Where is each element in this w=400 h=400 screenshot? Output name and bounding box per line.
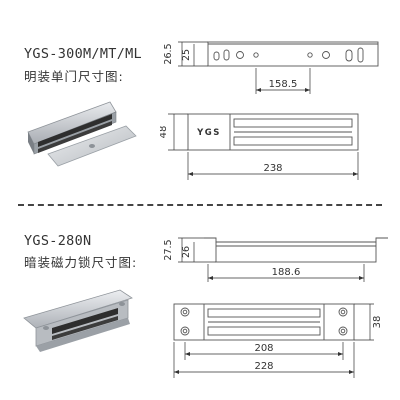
side-plate [36,318,130,352]
product-photo-surface-lock [27,101,137,167]
dim-height: 38 [372,316,383,329]
mount-hole-inner [340,328,346,334]
mount-hole [180,307,190,317]
dim-arrow [353,172,358,176]
brand-label: YGS [196,128,221,138]
dim-arrow [338,352,343,356]
dim-height: 48 [160,126,169,139]
mount-slot [213,51,220,61]
magnet-strip [38,121,112,153]
lock-body-outline [173,303,355,341]
mount-slot [223,49,230,61]
mount-hole [338,307,348,317]
flange-screw [119,302,125,306]
dim-arrow [305,88,310,92]
section1-model: YGS-300M/MT/ML [24,46,142,62]
dim-hole-spacing: 158.5 [269,79,298,90]
dim-arrow [174,370,179,374]
mount-hole-inner [340,309,346,315]
flange-outline [204,237,388,243]
magnet-core-outline [233,136,353,146]
dim-height-outer: 27.5 [163,239,174,260]
front-view-section2: 38 208 228 [173,303,383,378]
dim-height-outer: 26.5 [163,43,174,64]
magnet-core-outline [233,118,353,128]
dim-length: 228 [254,361,273,372]
dim-arrow [208,276,213,280]
body-outline [215,241,377,263]
mount-hole [180,326,190,336]
magnet-core-outline [207,326,321,336]
product-photo-concealed-lock [23,289,133,352]
dim-arrow [359,276,364,280]
dim-arrow [349,370,354,374]
top-view-section2: 27.5 26 188.6 [163,237,388,282]
mount-hole [307,52,313,58]
magnet-strip [52,308,118,334]
section2-model: YGS-280N [24,233,92,249]
dim-length: 238 [263,163,282,174]
top-view-section1: 26.5 25 158.5 [163,41,379,94]
mount-slot [357,47,364,63]
bracket-outline [207,41,379,67]
magnet-strip [52,316,118,340]
dim-inner-length: 208 [254,343,273,354]
front-view-section1: YGS 48 238 [160,113,359,180]
dim-arrow [188,172,193,176]
dim-hole-spacing: 188.6 [272,267,301,278]
dim-arrow [185,352,190,356]
mounting-flange [23,289,133,329]
magnet-strip [38,114,112,147]
mount-hole [253,52,259,58]
dim-arrow [256,88,261,92]
mount-hole [236,51,244,59]
end-cap [28,132,34,154]
mount-hole [322,51,330,59]
dim-height-inner: 26 [181,246,192,258]
mount-hole-inner [182,309,188,315]
mount-slot [345,49,353,62]
section1-caption: 明装单门尺寸图: [24,69,124,84]
armature-screw [89,144,95,148]
section2-caption: 暗装磁力锁尺寸图: [24,255,138,270]
dim-height-inner: 25 [181,49,192,61]
mount-hole-inner [182,328,188,334]
lock-body-outline [187,113,359,151]
mount-hole [338,326,348,336]
magnet-core-outline [207,308,321,318]
section-divider [18,204,382,206]
flange-screw [43,326,49,330]
